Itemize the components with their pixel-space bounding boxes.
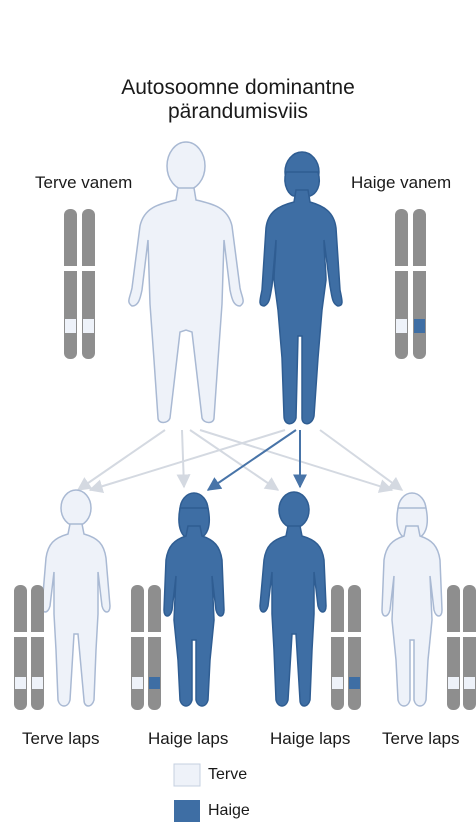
- arrow: [182, 430, 184, 487]
- child-3-figure: [260, 492, 326, 706]
- legend-swatch-affected: [174, 800, 200, 822]
- arrow: [190, 430, 278, 490]
- healthy-parent-chromosomes: [63, 209, 96, 359]
- child-3-label: Haige laps: [270, 729, 350, 749]
- child-2-chromosomes: [130, 585, 162, 710]
- gene-affected: [349, 677, 360, 689]
- gene-healthy: [15, 677, 26, 689]
- child-4-chromosomes: [446, 585, 476, 710]
- child-2-label: Haige laps: [148, 729, 228, 749]
- arrow: [208, 430, 296, 490]
- gene-healthy: [32, 677, 43, 689]
- child-3-chromosomes: [330, 585, 362, 710]
- legend-label-affected: Haige: [208, 802, 250, 820]
- child-4-figure: [382, 493, 442, 706]
- child-1-chromosomes: [13, 585, 45, 710]
- arrow: [90, 430, 285, 490]
- gene-affected: [149, 677, 160, 689]
- arrow: [200, 430, 392, 490]
- gene-healthy: [132, 677, 143, 689]
- gene-healthy: [65, 319, 76, 333]
- child-4-label: Terve laps: [382, 729, 459, 749]
- legend-label-healthy: Terve: [208, 766, 247, 784]
- child-1-label: Terve laps: [22, 729, 99, 749]
- affected-parent-figure: [260, 152, 342, 424]
- child-1-figure: [42, 490, 110, 706]
- gene-healthy: [332, 677, 343, 689]
- gene-healthy: [83, 319, 94, 333]
- legend-swatch-healthy: [174, 764, 200, 786]
- arrows-healthy: [78, 430, 402, 490]
- gene-affected: [414, 319, 425, 333]
- healthy-parent-figure: [129, 142, 243, 423]
- gene-healthy: [448, 677, 459, 689]
- gene-healthy: [464, 677, 475, 689]
- child-2-figure: [164, 493, 224, 706]
- affected-parent-label: Haige vanem: [351, 173, 451, 193]
- healthy-parent-label: Terve vanem: [35, 173, 132, 193]
- affected-parent-chromosomes: [394, 209, 427, 359]
- gene-healthy: [396, 319, 407, 333]
